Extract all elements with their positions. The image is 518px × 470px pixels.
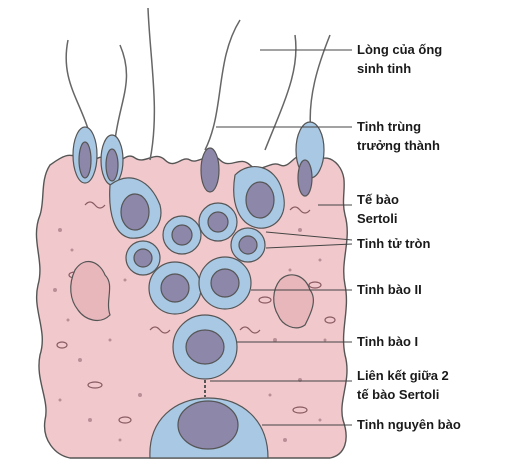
primary-spermatocyte (172, 314, 238, 380)
label-secondary-spermatocyte-line1: Tinh bào II (357, 282, 422, 297)
sperm-tails (65, 7, 331, 161)
secondary-spermatocytes (148, 256, 252, 315)
label-spermatozoa-line2: trưởng thành (357, 138, 440, 153)
label-sertoli: Tế bào Sertoli (357, 190, 399, 228)
mature-spermatozoa (72, 121, 325, 197)
label-spermatogonium-line1: Tinh nguyên bào (357, 417, 461, 432)
label-lumen-line1: Lòng của ống (357, 42, 443, 57)
elongating-spermatids (109, 166, 285, 239)
label-sertoli-line1: Tế bào (357, 192, 399, 207)
label-sertoli-line2: Sertoli (357, 211, 398, 226)
leader-lines (210, 49, 353, 426)
label-primary-spermatocyte: Tinh bào I (357, 332, 418, 351)
label-lumen-line2: sinh tinh (357, 61, 412, 76)
label-primary-spermatocyte-line1: Tinh bào I (357, 334, 419, 349)
label-spermatids-line1: Tinh tử tròn (357, 236, 431, 251)
cytoplasm-texture (53, 228, 327, 442)
sertoli-nucleus-left (70, 260, 111, 322)
label-spermatogonium: Tinh nguyên bào (357, 415, 461, 434)
sertoli-nucleus-right (273, 274, 314, 329)
label-lumen: Lòng của ống sinh tinh (357, 40, 442, 78)
label-spermatozoa: Tinh trùng trưởng thành (357, 117, 440, 155)
label-spermatids: Tinh tử tròn (357, 234, 430, 253)
round-spermatids (125, 202, 266, 276)
label-spermatozoa-line1: Tinh trùng (357, 119, 422, 134)
label-sertoli-junction-line1: Liên kết giữa 2 (357, 368, 449, 383)
organelles (56, 201, 336, 424)
label-sertoli-junction-line2: tế bào Sertoli (357, 387, 440, 402)
label-sertoli-junction: Liên kết giữa 2 tế bào Sertoli (357, 366, 449, 404)
label-secondary-spermatocyte: Tinh bào II (357, 280, 422, 299)
spermatogonium (149, 397, 269, 459)
